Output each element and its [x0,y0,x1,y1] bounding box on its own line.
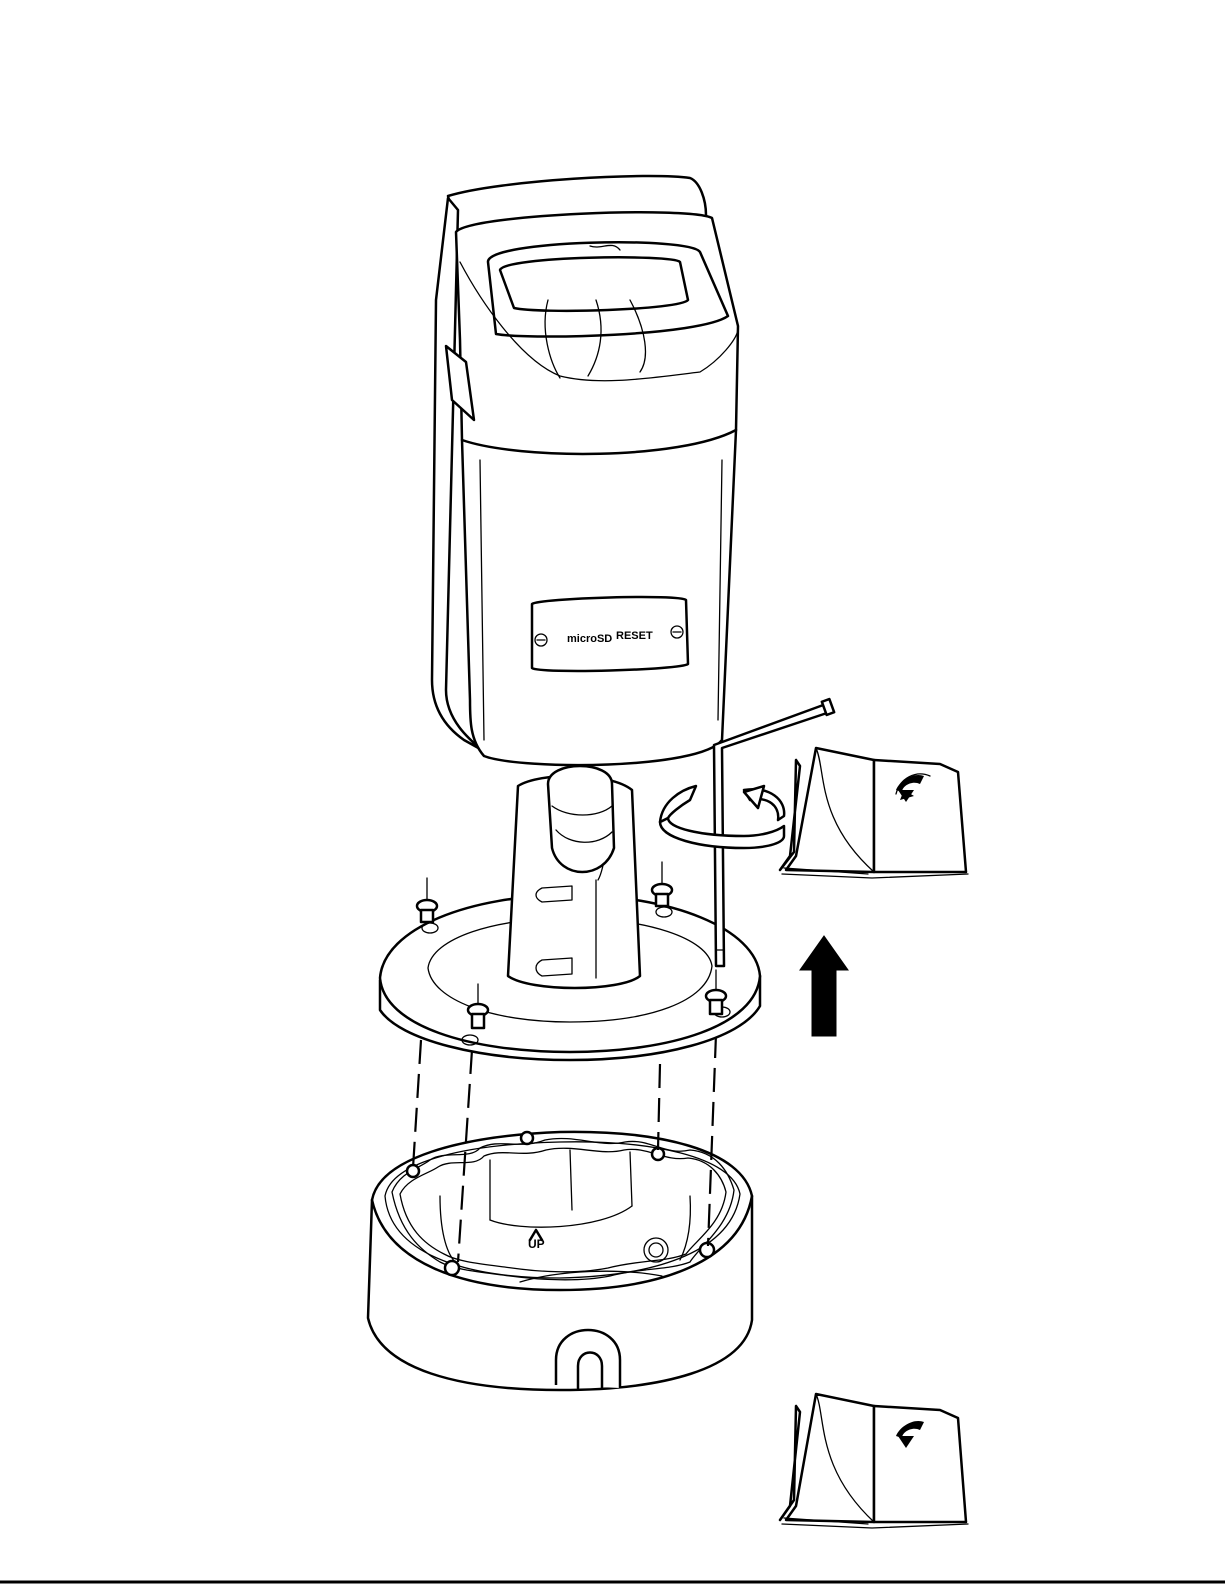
up-arrow-icon [800,936,848,1036]
bracket-neck [508,766,640,988]
manual-book-icon [780,1394,968,1528]
microsd-label: microSD [567,633,612,645]
reset-label: RESET [616,630,653,642]
screw-icon [417,878,437,922]
screw-icon [652,862,672,906]
cover-plate: microSD RESET [532,597,688,671]
camera-body [432,176,738,765]
junction-box: UP [368,1132,752,1390]
manual-book-icon [780,748,968,878]
up-marking: UP [528,1237,545,1251]
